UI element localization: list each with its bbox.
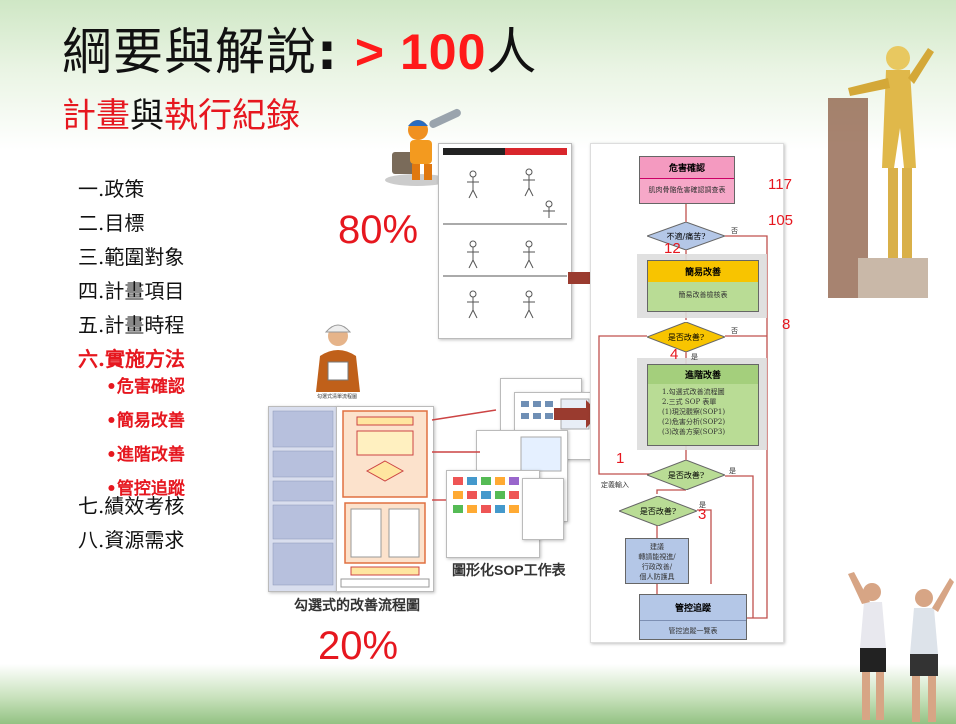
decision-improved-3-label: 是否改善? (639, 507, 677, 516)
worker-with-wrench-icon (385, 108, 461, 186)
percent-bottom: 20% (318, 624, 399, 668)
hazard-confirm-sub: 肌肉骨骼危害確認調查表 (648, 186, 726, 194)
count-117: 117 (768, 176, 792, 193)
medical-line: 轉請能視進/ (638, 553, 676, 561)
form-document (268, 406, 338, 592)
statue-image (828, 46, 934, 298)
checklist-figures-image (443, 148, 567, 319)
title-suffix: 人 (486, 23, 538, 81)
decision-improved-2: 是否改善? (645, 459, 727, 491)
count-4: 4 (670, 346, 679, 363)
footer-background (0, 664, 956, 724)
control-tracking-title: 管控追蹤 (640, 595, 746, 621)
sop-sheet-5 (522, 478, 564, 540)
outline-item: 七.績效考核 (78, 494, 185, 518)
hazard-confirm-box: 危害確認 肌肉骨骼危害確認調查表 (639, 156, 735, 204)
outline-item: 三.範圍對象 (78, 245, 185, 269)
branch-yes-label: 是 (729, 467, 736, 475)
percent-top: 80% (338, 208, 419, 252)
advanced-line: 1.勾選式改善流程圖 (662, 388, 725, 396)
header-background (0, 0, 956, 150)
count-105: 105 (768, 212, 794, 229)
outline-list: 一.政策 二.目標 三.範圍對象 四.計畫項目 五.計畫時程 六.實施方法 (78, 172, 185, 376)
medical-referral-box: 建議 轉請能視進/ 行政改善/ 個人防護具 (625, 538, 689, 584)
outline-item: 八.資源需求 (78, 528, 185, 552)
sub-item: 簡易改善 (106, 404, 185, 438)
advanced-line: (2)危害分析(SOP2) (662, 418, 726, 426)
slide-subtitle: 計畫與執行紀錄 (62, 88, 300, 137)
advanced-improvement-lines: 1.勾選式改善流程圖 2.三式 SOP 表單 (1)現況觀察(SOP1) (2)… (648, 384, 758, 437)
subtitle-record: 執行紀錄 (164, 96, 300, 136)
control-tracking-sub: 管控追蹤一覽表 (668, 627, 718, 635)
branch-yes-label: 是 (691, 353, 698, 361)
count-1: 1 (616, 450, 625, 467)
slide-title: 綱要與解說: > 100人 (62, 12, 537, 84)
control-tracking-box: 管控追蹤 管控追蹤一覽表 (639, 594, 747, 640)
title-prefix: 綱要與解說 (62, 23, 317, 81)
simple-improvement-sub: 簡易改善檢核表 (678, 291, 728, 299)
inspector-person-image: 勾選式清單流程圖 (316, 324, 360, 400)
branch-yes-label: 是 (699, 501, 706, 509)
advanced-improvement-box: 進階改善 1.勾選式改善流程圖 2.三式 SOP 表單 (1)現況觀察(SOP1… (647, 364, 759, 446)
stretching-people-image (848, 572, 954, 722)
flowchart-caption: 勾選式的改善流程圖 (294, 597, 420, 613)
decision-discomfort: 不適/痛苦? (645, 221, 727, 251)
advanced-line: (1)現況觀察(SOP1) (662, 408, 726, 416)
subtitle-and: 與 (130, 96, 164, 136)
decision-discomfort-label: 不適/痛苦? (666, 232, 706, 241)
main-flowchart: 危害確認 肌肉骨骼危害確認調查表 不適/痛苦? 簡易改善 簡易改善檢核表 是否改… (590, 143, 784, 643)
simple-improvement-title: 簡易改善 (648, 261, 758, 282)
outline-item: 二.目標 (78, 211, 145, 235)
advanced-line: 2.三式 SOP 表單 (662, 398, 717, 406)
form-lines-image (272, 410, 334, 586)
sub-item: 管控追蹤 (106, 472, 185, 506)
count-8: 8 (782, 316, 791, 333)
title-colon: : (317, 23, 338, 81)
person-caption: 勾選式清單流程圖 (317, 393, 357, 400)
medical-referral-lines: 建議 轉請能視進/ 行政改善/ 個人防護具 (626, 539, 688, 582)
medical-line: 行政改善/ (641, 563, 673, 571)
sub-item: 危害確認 (106, 370, 185, 404)
sop-colored-icons-image (453, 477, 519, 513)
decision-improved-2-label: 是否改善? (667, 471, 705, 480)
medical-line: 個人防護具 (639, 573, 675, 581)
advanced-improvement-title: 進階改善 (648, 365, 758, 384)
method-sub-list: 危害確認 簡易改善 進階改善 管控追蹤 (106, 370, 185, 506)
count-3: 3 (698, 506, 707, 523)
improvement-flowchart-document (336, 406, 434, 592)
count-12: 12 (664, 240, 681, 257)
connector-line (431, 409, 497, 421)
checklist-document (438, 143, 572, 339)
title-highlight: > 100 (354, 24, 487, 80)
branch-no-label: 否 (731, 227, 738, 235)
outline-item: 四.計畫項目 (78, 279, 185, 303)
hazard-confirm-title: 危害確認 (640, 157, 734, 179)
outline-item: 一.政策 (78, 177, 145, 201)
sop-worksheet-caption: 圖形化SOP工作表 (452, 562, 566, 578)
outline-item-active: 六.實施方法 (78, 347, 185, 371)
outline-list-continued: 七.績效考核 八.資源需求 (78, 489, 184, 557)
simple-improvement-box: 簡易改善 簡易改善檢核表 (647, 260, 759, 312)
advanced-line: (3)改善方案(SOP3) (662, 428, 726, 436)
sub-item: 進階改善 (106, 438, 185, 472)
decision-improved-1-label: 是否改善? (667, 333, 705, 342)
branch-no-label: 否 (731, 327, 738, 335)
side-note-label: 定義輸入 (601, 481, 629, 489)
subtitle-plan: 計畫 (62, 96, 130, 136)
decision-improved-1: 是否改善? (645, 321, 727, 353)
decision-improved-3: 是否改善? (617, 495, 699, 527)
flowchart-miniature-image (340, 410, 430, 588)
medical-line: 建議 (650, 543, 664, 551)
outline-item: 五.計畫時程 (78, 313, 185, 337)
